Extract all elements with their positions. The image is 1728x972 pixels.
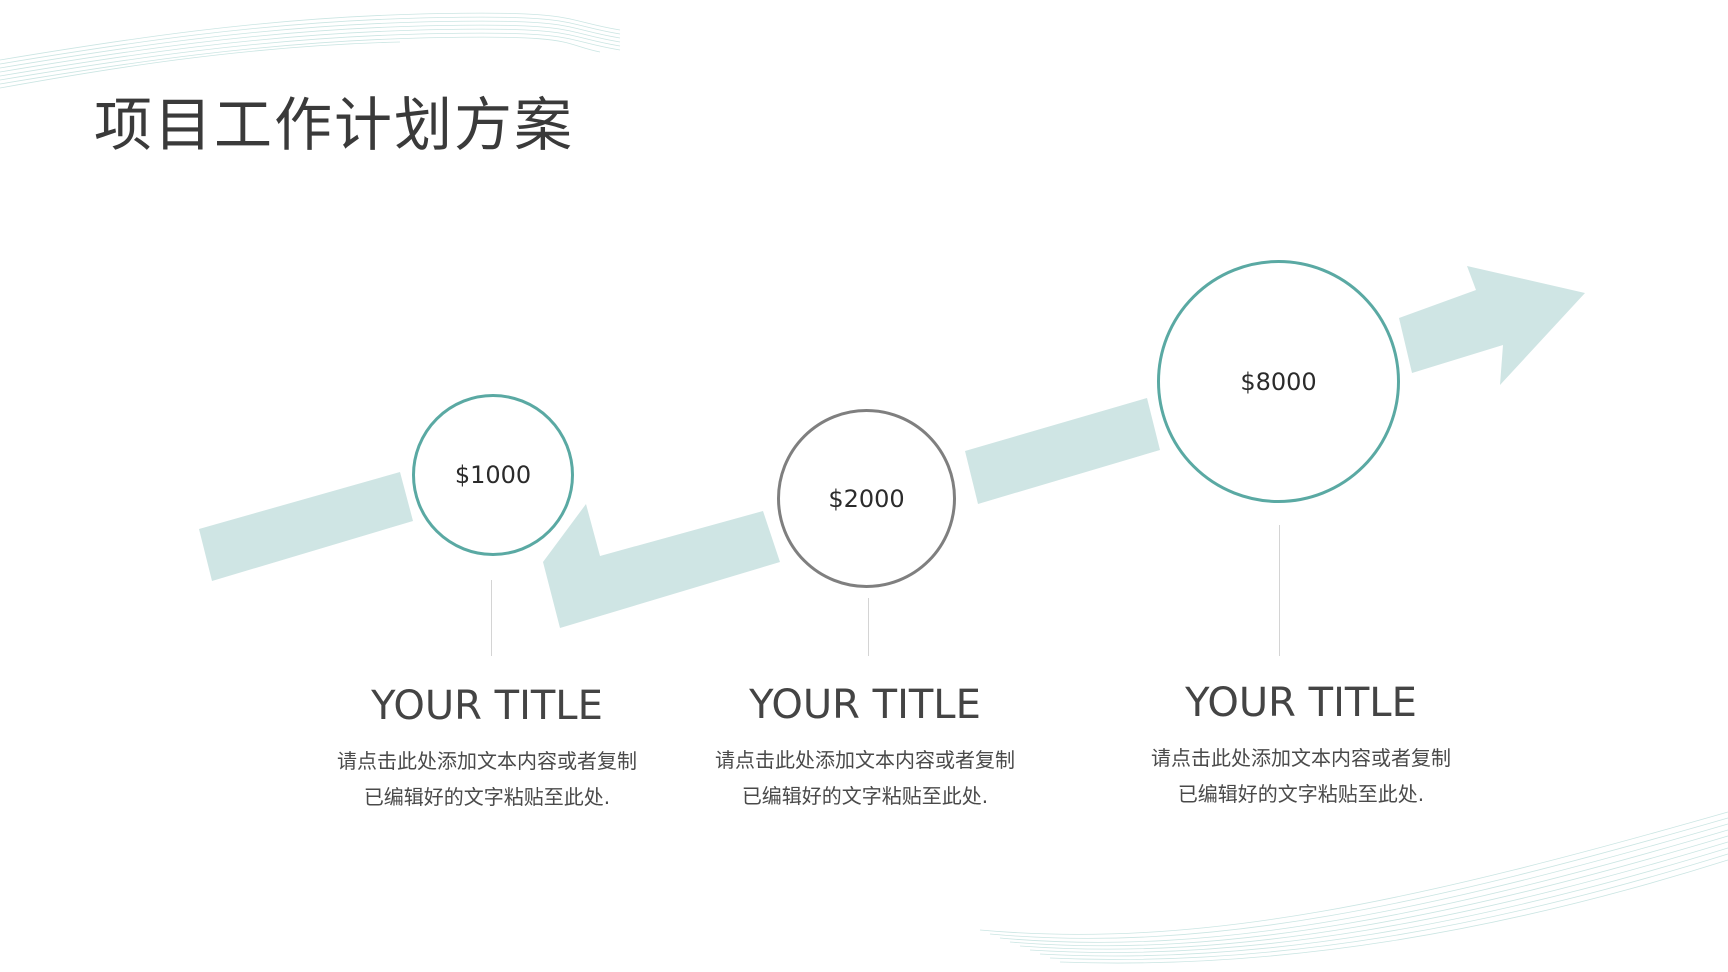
page-title: 项目工作计划方案	[94, 91, 575, 159]
step-3-connector-line	[1279, 525, 1280, 656]
decorative-wave-bottom-right	[979, 811, 1728, 964]
zigzag-arrow	[199, 266, 1585, 628]
step-3-value: $8000	[1240, 367, 1317, 396]
step-1-value: $1000	[454, 461, 532, 489]
step-1-title: YOUR TITLE	[371, 683, 603, 729]
step-1-circle: $1000	[412, 394, 574, 556]
arrow-segment-3	[965, 398, 1160, 504]
step-3-description: 请点击此处添加文本内容或者复制 已编辑好的文字粘贴至此处.	[1101, 740, 1501, 812]
step-2-description: 请点击此处添加文本内容或者复制 已编辑好的文字粘贴至此处.	[665, 742, 1065, 814]
decorative-wave-top-left	[0, 12, 621, 89]
arrow-segment-2	[543, 504, 780, 628]
step-3-circle: $8000	[1157, 260, 1400, 503]
step-2-connector-line	[868, 598, 869, 656]
step-1-connector-line	[491, 580, 492, 656]
step-2-value: $2000	[828, 484, 905, 513]
step-2-title: YOUR TITLE	[749, 682, 981, 728]
step-1-description-line-1: 请点击此处添加文本内容或者复制	[337, 749, 637, 773]
step-3-title: YOUR TITLE	[1185, 680, 1417, 726]
step-1-description: 请点击此处添加文本内容或者复制 已编辑好的文字粘贴至此处.	[287, 743, 687, 815]
step-2-circle: $2000	[777, 409, 956, 588]
step-3-description-line-2: 已编辑好的文字粘贴至此处.	[1177, 782, 1425, 806]
step-3-description-line-1: 请点击此处添加文本内容或者复制	[1151, 746, 1451, 770]
arrow-arrowhead	[1399, 266, 1585, 385]
step-2-description-line-1: 请点击此处添加文本内容或者复制	[715, 748, 1015, 772]
step-1-description-line-2: 已编辑好的文字粘贴至此处.	[363, 785, 611, 809]
arrow-segment-1	[199, 472, 413, 581]
step-2-description-line-2: 已编辑好的文字粘贴至此处.	[741, 784, 989, 808]
